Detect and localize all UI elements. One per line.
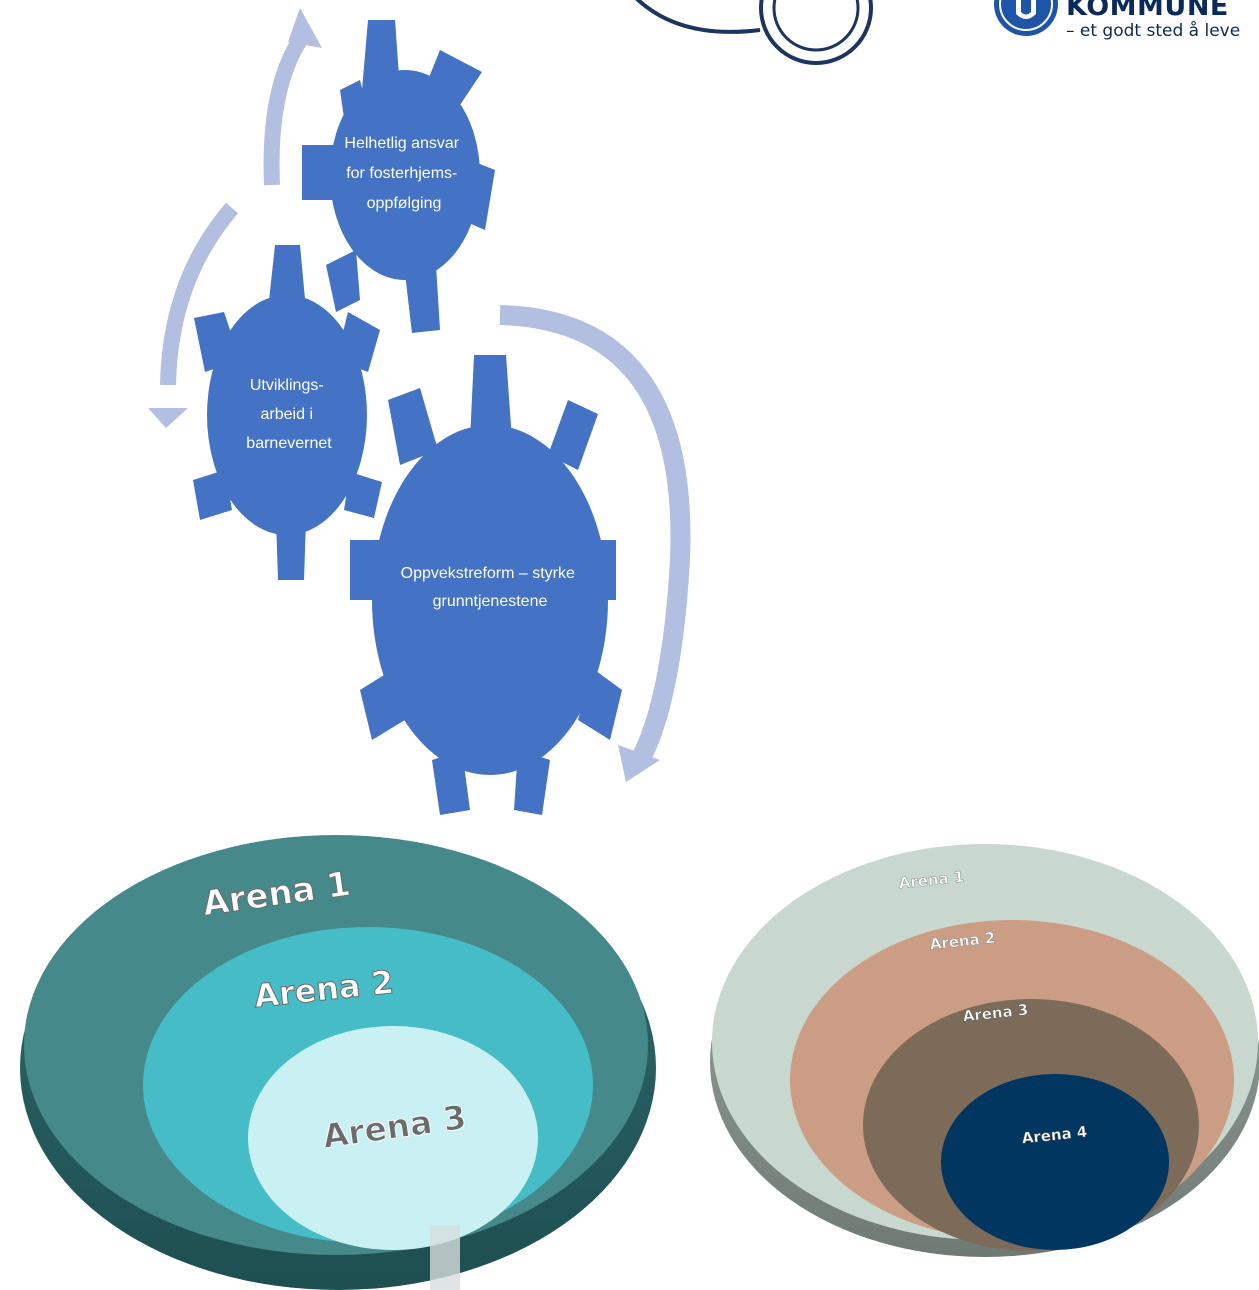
gear-oppvekst-label: Oppvekstreform – styrke grunntjenestene: [401, 565, 580, 610]
arena-disk-right: [710, 844, 1259, 1257]
arrow-down-left-icon: [160, 202, 239, 386]
logo-rings: [635, 0, 873, 65]
gear-utvikling: [193, 245, 382, 580]
gear-helhetlig-label: Helhetlig ansvar for fosterhjems- oppføl…: [344, 135, 463, 212]
arrow-down-right-icon: [499, 305, 691, 765]
cycle-arrows: [148, 8, 691, 782]
logo-tagline: – et godt sted å leve: [1066, 21, 1241, 41]
gear-helhetlig: [302, 20, 495, 333]
arena-disk-left: [20, 835, 656, 1290]
crest-icon: [994, 0, 1058, 36]
gear-oppvekst: [350, 355, 622, 815]
arena-right-ring-4: [941, 1074, 1169, 1250]
arena-left-ring-3: [248, 1026, 538, 1250]
logo-name: KOMMUNE: [1066, 0, 1229, 22]
arrow-up-icon: [263, 35, 307, 186]
gear-utvikling-label: Utviklings- arbeid i barnevernet: [246, 377, 332, 452]
